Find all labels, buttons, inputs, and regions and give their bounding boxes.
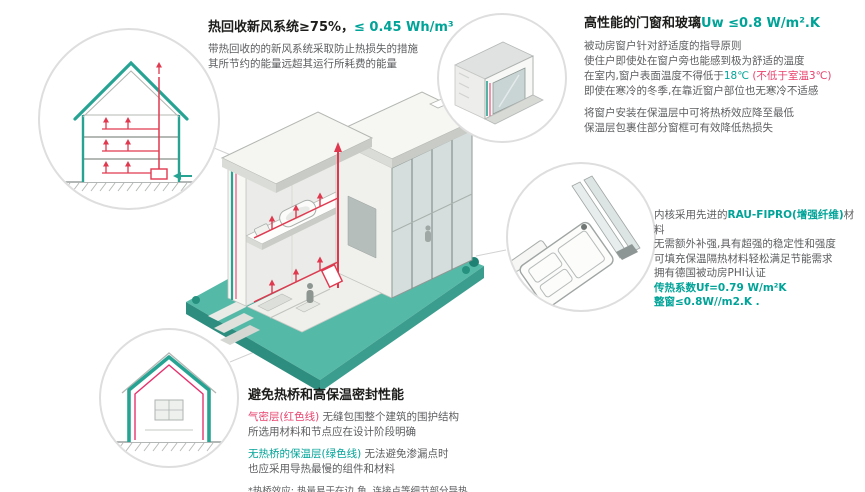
profile-uf-value: 传热系数Uf=0.79 W/m²K	[654, 281, 787, 294]
thermal-body-line: 气密层(红色线) 无缝包围整个建筑的围护结构	[248, 411, 460, 423]
insulation-detail-circle	[99, 328, 239, 468]
window-profile-cross-section-illustration	[509, 175, 641, 308]
profile-body-line: 可填充保温隔热材料轻松满足节能需求	[654, 252, 833, 265]
thermal-body-line: 所选用材料和节点应在设计阶段明确	[248, 426, 416, 438]
window-corner-detail-circle	[437, 13, 567, 143]
windows-callout-text: 高性能的门窗和玻璃Uw ≤0.8 W/m².K 被动房窗户针对舒适度的指导原则 …	[584, 12, 862, 136]
window-installation-corner-illustration	[454, 41, 544, 125]
left-roof-slab	[220, 111, 374, 193]
bathtub	[279, 199, 317, 228]
profile-body-line: 无需额外补强,具有超强的稳定性和强度	[654, 238, 836, 250]
profile-body-line: 拥有德国被动房PHI认证	[654, 267, 766, 279]
windows-body-line: 在室内,窗户表面温度不得低于18℃ (不低于室温3℃)	[584, 70, 832, 82]
profile-callout-text: 内核采用先进的RAU-FIPRO(增强纤维)材料 无需额外补强,具有超强的稳定性…	[654, 208, 864, 310]
windows-body-line: 被动房窗户针对舒适度的指导原则	[584, 40, 742, 52]
ventilation-body-line: 其所节约的能量远超其运行所耗费的能量	[208, 58, 397, 70]
profile-body-line: 内核采用先进的RAU-FIPRO(增强纤维)材料	[654, 209, 855, 236]
ventilation-ducts	[253, 142, 344, 303]
thermal-footnote: *热桥效应: 热量易于在边,角, 连接点等细节部分导热	[248, 486, 468, 492]
windows-body-line: 将窗户安装在保温层中可将热桥效应降至最低	[584, 107, 794, 119]
thermal-body-line: 也应采用导热最慢的组件和材料	[248, 463, 395, 475]
windows-body-line: 使住户即使处在窗户旁也能感到极为舒适的温度	[584, 55, 805, 67]
thermal-body-line: 无热桥的保温层(绿色线) 无法避免渗漏点时	[248, 448, 449, 460]
windows-body-line: 即使在寒冷的冬季,在靠近窗户部位也无寒冷不适感	[584, 85, 819, 97]
person-figure	[306, 225, 431, 303]
house-section-insulation-illustration	[113, 352, 225, 452]
windows-title: 高性能的门窗和玻璃Uw ≤0.8 W/m².K	[584, 16, 820, 31]
house-section-ventilation-illustration	[62, 60, 196, 192]
thermal-title: 避免热桥和高保温密封性能	[248, 388, 405, 403]
ventilation-detail-circle	[38, 28, 220, 210]
window-profile-detail-circle	[506, 162, 656, 312]
ventilation-body-line: 带热回收的的新风系统采取防止热损失的措施	[208, 43, 418, 55]
profile-uw-value: 整窗≤0.8W//m2.K .	[654, 296, 760, 308]
windows-body-line: 保温层包裹住部分窗框可有效降低热损失	[584, 122, 773, 134]
ventilation-callout-text: 热回收新风系统≥75%，≤ 0.45 Wh/m³ 带热回收的的新风系统采取防止热…	[208, 16, 488, 72]
thermal-callout-text: 避免热桥和高保温密封性能 气密层(红色线) 无缝包围整个建筑的围护结构 所选用材…	[248, 384, 568, 492]
ventilation-title: 热回收新风系统≥75%，≤ 0.45 Wh/m³	[208, 20, 454, 35]
